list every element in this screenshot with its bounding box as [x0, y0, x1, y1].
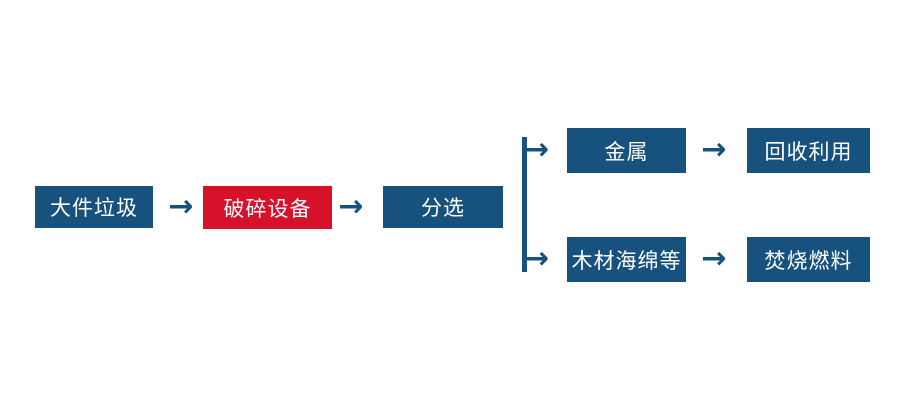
node-crushing-equipment: 破碎设备 [203, 186, 332, 229]
arrow-right-icon: → [701, 241, 727, 276]
node-wood-sponge-etc-label: 木材海绵等 [571, 248, 682, 273]
node-recycling: 回收利用 [747, 128, 870, 173]
branch-arrow-right-icon: → [524, 241, 550, 276]
arrow-right-icon: → [338, 189, 364, 224]
node-metal-label: 金属 [604, 139, 649, 164]
node-wood-sponge-etc: 木材海绵等 [567, 237, 686, 282]
node-bulky-waste: 大件垃圾 [35, 186, 153, 228]
arrow-right-icon: → [701, 132, 727, 167]
node-sorting: 分选 [383, 186, 503, 228]
branch-arrow-right-icon: → [524, 132, 550, 167]
node-recycling-label: 回收利用 [764, 139, 853, 164]
arrow-right-icon: → [168, 189, 194, 224]
node-sorting-label: 分选 [421, 196, 465, 220]
branch-connector-line [522, 137, 527, 272]
node-metal: 金属 [567, 128, 686, 173]
node-crushing-equipment-label: 破碎设备 [223, 196, 312, 221]
node-incineration-fuel: 焚烧燃料 [747, 237, 870, 282]
node-bulky-waste-label: 大件垃圾 [50, 196, 138, 220]
node-incineration-fuel-label: 焚烧燃料 [764, 248, 853, 273]
